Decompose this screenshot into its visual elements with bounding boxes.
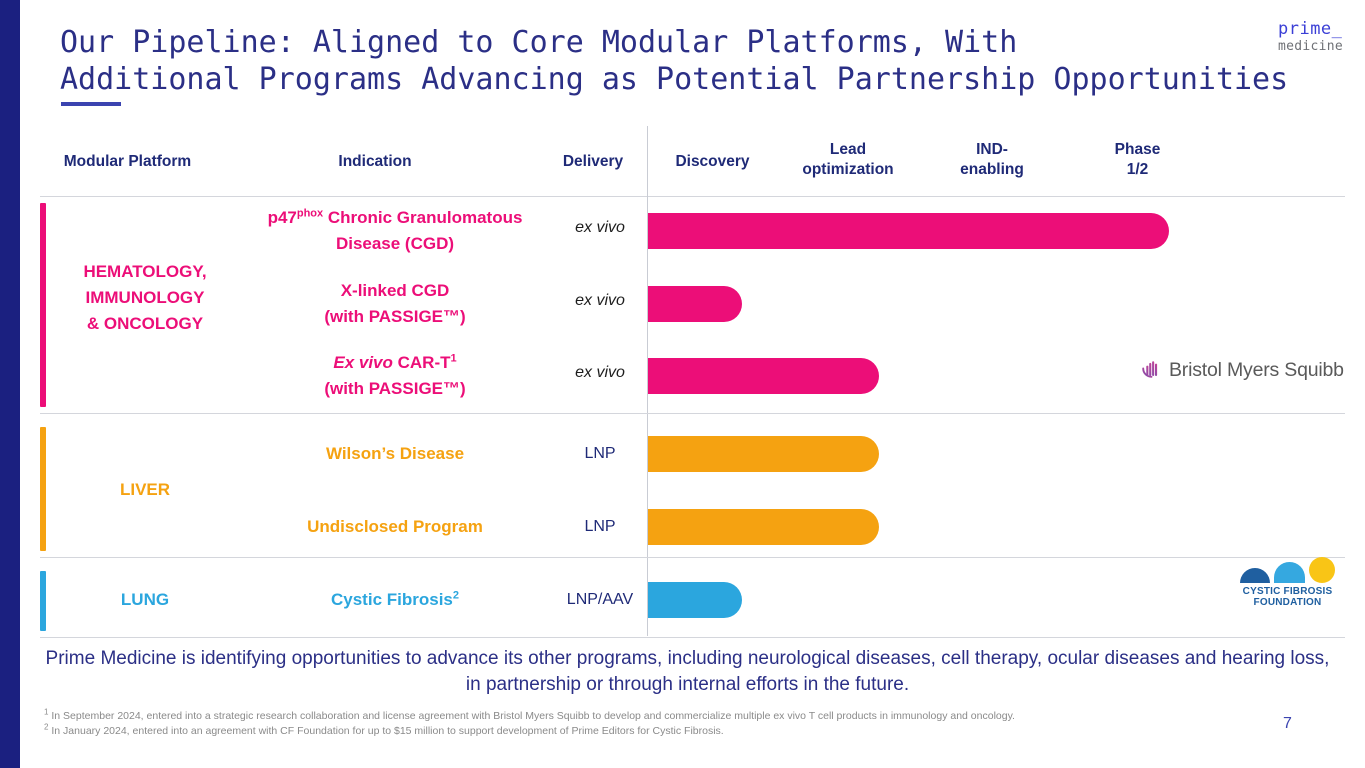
progress-bar-p47phox-cgd xyxy=(648,213,1169,249)
bms-flame-icon xyxy=(1140,357,1162,384)
delivery-ex-vivo-car-t: ex vivo xyxy=(575,364,625,381)
progress-bar-ex-vivo-car-t xyxy=(648,358,879,394)
cff-wordmark: CYSTIC FIBROSIS FOUNDATION xyxy=(1242,586,1333,608)
chart-area-divider xyxy=(647,126,648,636)
brand-prime-wordmark: prime_ xyxy=(1277,19,1343,39)
footnote-1-text: In September 2024, entered into a strate… xyxy=(48,710,1015,722)
group-divider-liver xyxy=(40,557,1345,558)
group-accent-liver xyxy=(40,427,46,551)
footnote-2-text: In January 2024, entered into an agreeme… xyxy=(48,725,724,737)
page-title: Our Pipeline: Aligned to Core Modular Pl… xyxy=(60,25,1289,97)
slide-left-edge-strip xyxy=(0,0,20,768)
bristol-myers-squibb-logo: Bristol Myers Squibb xyxy=(1140,357,1344,384)
group-accent-hematology xyxy=(40,203,46,407)
group-label-lung: LUNG xyxy=(120,590,170,609)
delivery-cystic-fibrosis: LNP/AAV xyxy=(566,591,634,608)
progress-bar-undisclosed-program xyxy=(648,509,879,545)
column-header-discovery: Discovery xyxy=(675,153,750,170)
indication-ex-vivo-car-t: Ex vivo CAR-T1(with PASSIGE™) xyxy=(324,352,466,398)
group-liver: LIVER Wilson’s Disease LNP Undisclosed P… xyxy=(40,421,1345,557)
cff-dark-arc-icon xyxy=(1239,568,1270,583)
footnote-1: 1 In September 2024, entered into a stra… xyxy=(44,707,1274,724)
column-header-delivery: Delivery xyxy=(562,153,624,170)
column-header-lead-optimization: Lead optimization xyxy=(802,141,894,178)
cff-yellow-circle-icon xyxy=(1308,557,1335,583)
indication-wilsons-disease: Wilson’s Disease xyxy=(325,444,465,463)
progress-bar-x-linked-cgd xyxy=(648,286,742,322)
footnote-2-marker: 2 xyxy=(44,722,49,732)
group-divider-lung xyxy=(40,637,1345,638)
group-label-hematology: HEMATOLOGY, IMMUNOLOGY & ONCOLOGY xyxy=(83,262,207,333)
indication-undisclosed-program: Undisclosed Program xyxy=(307,517,483,536)
group-label-liver: LIVER xyxy=(119,480,171,499)
footnote-2: 2 In January 2024, entered into an agree… xyxy=(44,722,1274,739)
indication-p47phox-cgd: p47phox Chronic Granulomatous Disease (C… xyxy=(267,207,523,253)
title-underline-accent xyxy=(61,102,121,106)
delivery-undisclosed-program: LNP xyxy=(584,518,616,535)
cff-shapes-icon xyxy=(1238,557,1338,583)
progress-bar-cystic-fibrosis xyxy=(648,582,742,618)
column-header-ind-enabling: IND- enabling xyxy=(960,141,1024,178)
progress-bar-wilsons-disease xyxy=(648,436,879,472)
pipeline-caption: Prime Medicine is identifying opportunit… xyxy=(45,648,1330,695)
indication-cystic-fibrosis: Cystic Fibrosis2 xyxy=(331,589,459,609)
brand-medicine-wordmark: medicine xyxy=(1277,39,1343,54)
delivery-p47phox-cgd: ex vivo xyxy=(575,219,625,236)
bms-wordmark: Bristol Myers Squibb xyxy=(1169,359,1344,381)
cystic-fibrosis-foundation-logo: CYSTIC FIBROSIS FOUNDATION xyxy=(1235,557,1340,608)
page-number: 7 xyxy=(1283,715,1292,732)
group-lung: LUNG Cystic Fibrosis2 LNP/AAV CYSTIC FIB… xyxy=(40,557,1345,637)
delivery-x-linked-cgd: ex vivo xyxy=(575,292,625,309)
column-header-platform: Modular Platform xyxy=(63,153,192,170)
group-accent-lung xyxy=(40,571,46,631)
cff-light-arc-icon xyxy=(1273,562,1305,583)
footnote-1-marker: 1 xyxy=(44,707,49,717)
header-divider xyxy=(40,196,1345,197)
group-divider-hematology xyxy=(40,413,1345,414)
column-header-phase-1-2: Phase 1/2 xyxy=(1114,141,1161,178)
prime-medicine-logo: prime_ medicine xyxy=(1277,19,1343,54)
delivery-wilsons-disease: LNP xyxy=(584,445,616,462)
indication-x-linked-cgd: X-linked CGD(with PASSIGE™) xyxy=(324,281,466,326)
column-header-indication: Indication xyxy=(338,153,412,170)
group-hematology: HEMATOLOGY, IMMUNOLOGY & ONCOLOGY p47pho… xyxy=(40,197,1345,413)
